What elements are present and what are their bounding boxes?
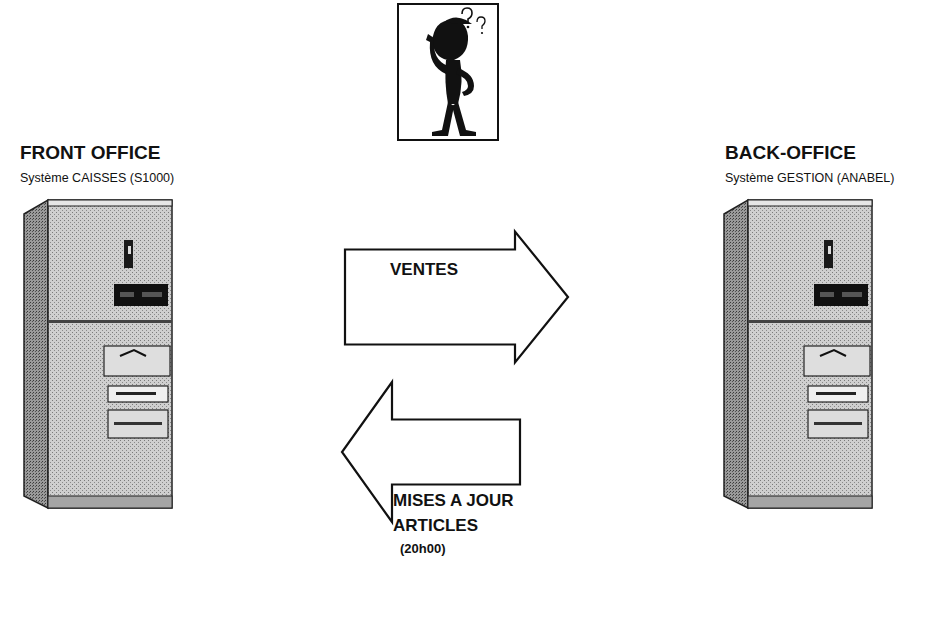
flow-label: VENTES bbox=[390, 257, 510, 282]
figure-raised-arm bbox=[426, 34, 448, 74]
block-arrow bbox=[345, 232, 568, 363]
question-mark-dot bbox=[481, 32, 483, 34]
system-heading: BACK-OFFICE bbox=[725, 142, 875, 164]
figure-leg bbox=[452, 102, 476, 136]
system-subtitle: Système GESTION (ANABEL) bbox=[725, 170, 875, 186]
computer-tower bbox=[724, 200, 872, 508]
thinking-man bbox=[398, 4, 498, 140]
question-mark-dot bbox=[467, 26, 470, 29]
computer-system: BACK-OFFICE Système GESTION (ANABEL) bbox=[725, 142, 875, 508]
flow-label: MISES A JOUR ARTICLES bbox=[393, 488, 533, 538]
system-heading: FRONT OFFICE bbox=[20, 142, 175, 164]
computer-system: FRONT OFFICE Système CAISSES (S1000) bbox=[20, 142, 175, 508]
figure-hip-arm bbox=[456, 68, 474, 96]
computer-tower bbox=[24, 200, 172, 508]
figure-head bbox=[432, 20, 468, 60]
figure-leg bbox=[432, 102, 454, 136]
question-mark bbox=[462, 8, 472, 23]
schedule-note: (20h00) bbox=[400, 541, 446, 557]
system-subtitle: Système CAISSES (S1000) bbox=[20, 170, 175, 186]
illustration-frame bbox=[398, 4, 498, 140]
question-mark bbox=[477, 17, 485, 29]
